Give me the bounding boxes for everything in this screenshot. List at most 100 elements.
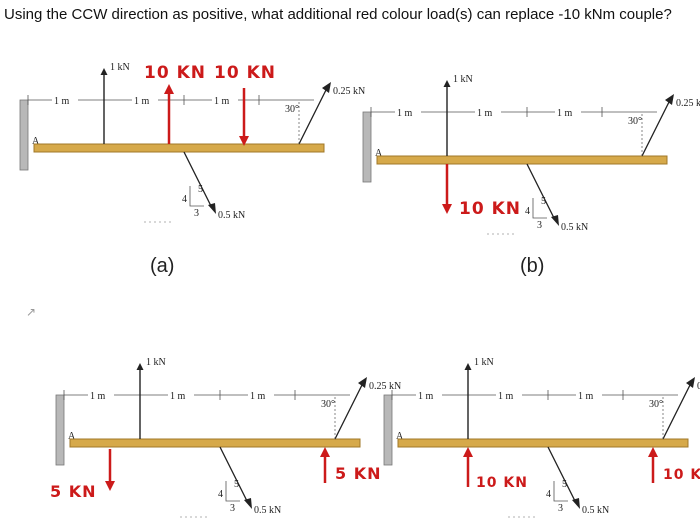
- dimension-label: 1 m: [557, 108, 573, 119]
- panel-label: (b): [520, 255, 544, 277]
- load-1kn-label: 1 kN: [474, 357, 494, 368]
- load-05kn-line: [547, 446, 577, 504]
- red-load-label-2: 10 KN: [663, 467, 700, 483]
- red-arrow-down-head: [239, 136, 249, 146]
- support-label: A: [68, 431, 76, 442]
- angle-label: 30°: [628, 116, 642, 127]
- angle-label: 30°: [285, 104, 299, 115]
- dimension-label: 1 m: [418, 391, 434, 402]
- dimension-label-bg: [132, 94, 158, 106]
- load-025kn-arrowhead: [322, 82, 331, 93]
- slope-label-5: 5: [562, 479, 567, 490]
- load-1kn-label: 1 kN: [453, 74, 473, 85]
- dimension-label: 1 m: [134, 96, 150, 107]
- support-label: A: [396, 431, 404, 442]
- load-025kn-label: 0.25 kN: [697, 381, 700, 392]
- slope-label-4: 4: [546, 489, 551, 500]
- red-arrow-down-head: [105, 481, 115, 491]
- dimension-label-bg: [416, 389, 442, 401]
- dimension-label-bg: [576, 389, 602, 401]
- load-05kn-arrowhead: [244, 498, 252, 509]
- beam: [376, 155, 668, 165]
- load-025kn-line: [662, 382, 692, 440]
- slope-triangle: [189, 186, 204, 207]
- red-arrow-up-head: [164, 84, 174, 94]
- load-05kn-label: 0.5 kN: [254, 505, 281, 516]
- load-025kn-line: [641, 99, 671, 157]
- load-025kn-label: 0.25 kN: [676, 98, 700, 109]
- load-1kn-label: 1 kN: [146, 357, 166, 368]
- red-arrow-up-head-1: [463, 447, 473, 457]
- dimension-label: 1 m: [498, 391, 514, 402]
- dimension-label: 1 m: [477, 108, 493, 119]
- dimension-label-bg: [248, 389, 274, 401]
- slope-label-3: 3: [230, 503, 235, 514]
- load-05kn-line: [219, 446, 249, 504]
- slope-label-3: 3: [194, 208, 199, 219]
- slope-label-4: 4: [525, 206, 530, 217]
- load-05kn-label: 0.5 kN: [582, 505, 609, 516]
- load-05kn-arrowhead: [551, 215, 559, 226]
- dimension-label-bg: [52, 94, 78, 106]
- dimension-label: 1 m: [170, 391, 186, 402]
- dimension-label: 1 m: [397, 108, 413, 119]
- cursor-icon: ↗: [26, 305, 36, 319]
- dimension-label: 1 m: [578, 391, 594, 402]
- wall-support: [383, 394, 393, 466]
- dimension-label: 1 m: [250, 391, 266, 402]
- red-arrow-down-head: [442, 204, 452, 214]
- load-05kn-arrowhead: [208, 203, 216, 214]
- beam: [397, 438, 689, 448]
- slope-label-3: 3: [537, 220, 542, 231]
- load-025kn-line: [334, 382, 364, 440]
- dimension-label-bg: [395, 106, 421, 118]
- red-load-label-1: 5 KN: [50, 482, 97, 501]
- red-arrow-up-head-2: [648, 447, 658, 457]
- wall-support: [19, 99, 29, 171]
- load-025kn-label: 0.25 kN: [333, 86, 365, 97]
- dimension-label: 1 m: [214, 96, 230, 107]
- load-025kn-arrowhead: [358, 377, 367, 388]
- red-load-label-1: 10 KN: [459, 199, 521, 219]
- load-1kn-arrowhead: [100, 68, 108, 75]
- dimension-label-bg: [168, 389, 194, 401]
- slope-triangle: [532, 198, 547, 219]
- slope-label-5: 5: [541, 196, 546, 207]
- dimension-label-bg: [212, 94, 238, 106]
- slope-triangle: [225, 481, 240, 502]
- load-05kn-arrowhead: [572, 498, 580, 509]
- load-05kn-line: [526, 163, 556, 221]
- dimension-label: 1 m: [54, 96, 70, 107]
- dimension-label-bg: [555, 106, 581, 118]
- dimension-label-bg: [475, 106, 501, 118]
- red-arrow-up-head: [320, 447, 330, 457]
- slope-label-4: 4: [218, 489, 223, 500]
- red-load-label-2: 5 KN: [335, 464, 382, 483]
- load-05kn-label: 0.5 kN: [561, 222, 588, 233]
- slope-label-5: 5: [234, 479, 239, 490]
- beam: [69, 438, 361, 448]
- angle-label: 30°: [649, 399, 663, 410]
- wall-support: [362, 111, 372, 183]
- load-025kn-arrowhead: [665, 94, 674, 105]
- load-05kn-line: [183, 151, 213, 209]
- beam: [33, 143, 325, 153]
- load-1kn-label: 1 kN: [110, 62, 130, 73]
- load-1kn-arrowhead: [136, 363, 144, 370]
- question-text: Using the CCW direction as positive, wha…: [4, 6, 672, 23]
- red-load-label-1: 10 KN: [476, 475, 528, 491]
- red-load-label-1: 10 KN: [144, 63, 206, 83]
- red-load-label-2: 10 KN: [214, 63, 276, 83]
- dimension-label-bg: [496, 389, 522, 401]
- load-025kn-arrowhead: [686, 377, 695, 388]
- load-1kn-arrowhead: [464, 363, 472, 370]
- load-025kn-line: [298, 87, 328, 145]
- slope-triangle: [553, 481, 568, 502]
- panel-label: (a): [150, 255, 174, 277]
- support-label: A: [32, 136, 40, 147]
